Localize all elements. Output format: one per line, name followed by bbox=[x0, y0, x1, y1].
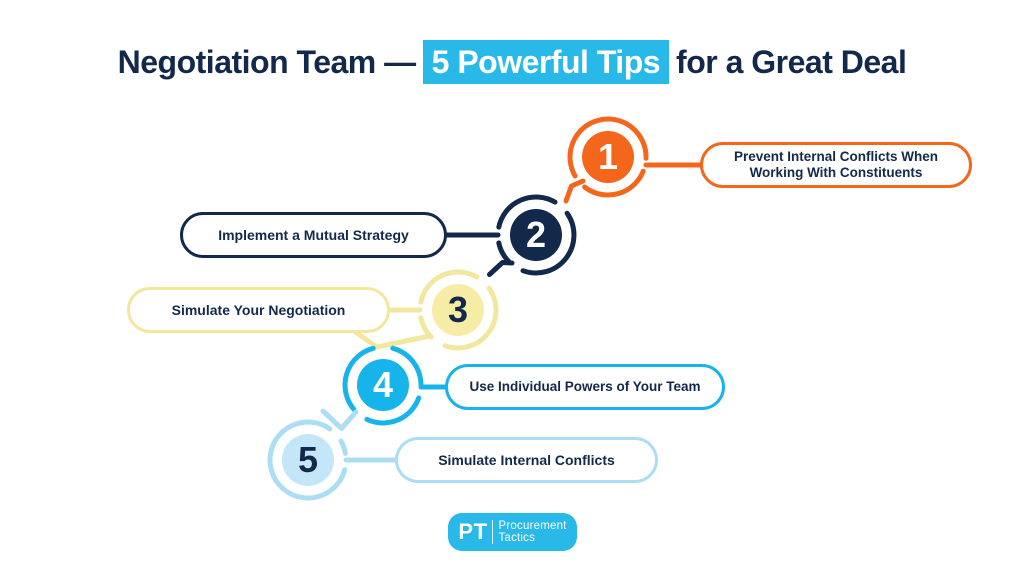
pt-logo-line1: Procurement bbox=[498, 519, 567, 532]
title-post: for a Great Deal bbox=[676, 44, 907, 80]
step-3-label-pill: Simulate Your Negotiation bbox=[127, 287, 390, 333]
tail-1 bbox=[563, 178, 586, 204]
step-5-number-circle: 5 bbox=[282, 434, 334, 486]
tail-3 bbox=[348, 326, 433, 350]
step-1-label-pill: Prevent Internal Conflicts When Working … bbox=[700, 142, 972, 188]
pt-logo-abbr: PT bbox=[458, 519, 488, 544]
ring-3 bbox=[348, 269, 499, 351]
ring-2 bbox=[444, 194, 577, 277]
tail-4 bbox=[320, 408, 359, 431]
title-pre: Negotiation Team — bbox=[117, 44, 416, 80]
tail-2 bbox=[487, 260, 515, 277]
ring-4 bbox=[342, 345, 448, 426]
step-5-label: Simulate Internal Conflicts bbox=[438, 452, 615, 468]
step-1-label: Prevent Internal Conflicts When Working … bbox=[733, 149, 939, 180]
step-3-label: Simulate Your Negotiation bbox=[171, 302, 346, 318]
title-highlight: 5 Powerful Tips bbox=[422, 40, 670, 84]
step-2-label: Implement a Mutual Strategy bbox=[218, 227, 409, 243]
step-5-label-pill: Simulate Internal Conflicts bbox=[395, 437, 658, 483]
step-3-number-circle: 3 bbox=[432, 284, 484, 336]
pt-logo-divider bbox=[491, 520, 493, 544]
ring-5 bbox=[267, 419, 398, 501]
pt-logo-line2: Tactics bbox=[498, 532, 536, 544]
step-2-label-pill: Implement a Mutual Strategy bbox=[180, 212, 447, 258]
step-4-label: Use Individual Powers of Your Team bbox=[469, 379, 701, 394]
step-1-number-circle: 1 bbox=[582, 131, 634, 183]
step-4-label-pill: Use Individual Powers of Your Team bbox=[445, 364, 725, 410]
step-2-number-circle: 2 bbox=[510, 209, 562, 261]
ring-1 bbox=[563, 116, 703, 204]
step-4-number-circle: 4 bbox=[357, 359, 409, 411]
pt-logo: PT Procurement Tactics bbox=[448, 513, 577, 551]
